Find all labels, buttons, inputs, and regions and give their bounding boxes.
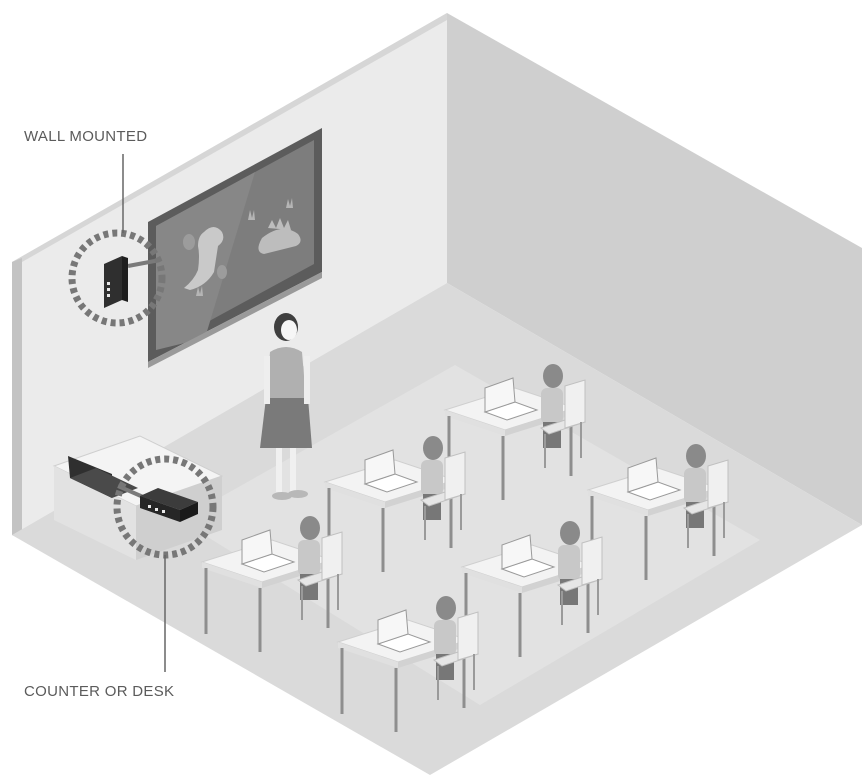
dinosaur-icon [184,227,224,290]
egg-icon [217,265,227,279]
wall-callout-ring [68,229,166,327]
room [12,13,862,775]
floor-rug [180,365,760,705]
teacher [260,313,312,500]
stegosaurus-icon [258,218,301,254]
counter-or-desk-label: COUNTER OR DESK [24,683,175,700]
display-tray [148,272,322,368]
left-wall-post [12,258,22,540]
wall-cable [127,258,161,268]
wall-mounted-device [104,256,161,308]
left-wall-top-edge [12,13,447,262]
counter-device [140,488,198,522]
wall-mounted-label: WALL MOUNTED [24,128,148,145]
right-wall [447,13,862,525]
interactive-display [148,128,322,368]
egg-icon [183,234,195,250]
